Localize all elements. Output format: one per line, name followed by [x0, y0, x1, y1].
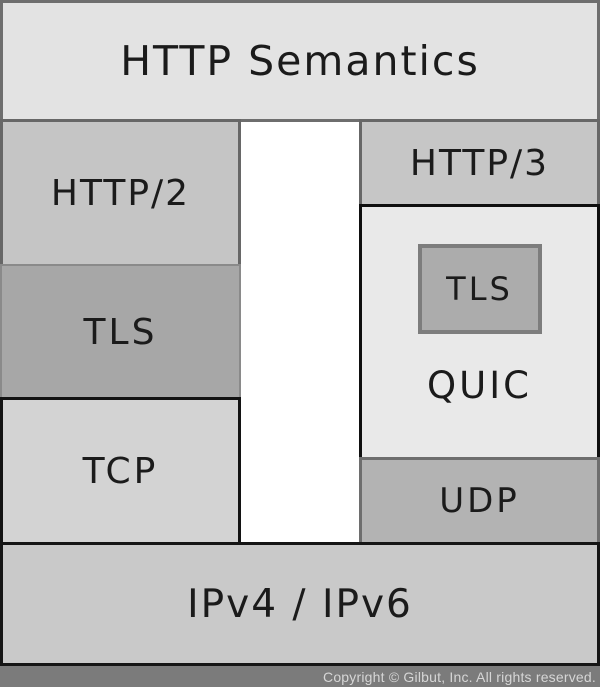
ip-layer-label: IPv4 / IPv6	[187, 581, 413, 627]
udp-box: UDP	[359, 457, 600, 545]
http-semantics-box: HTTP Semantics	[0, 0, 600, 122]
tcp-box: TCP	[0, 397, 241, 545]
tls-inside-quic-box: TLS	[417, 244, 542, 334]
http3-box: HTTP/3	[359, 119, 600, 207]
tls-inside-quic-label: TLS	[446, 270, 513, 308]
copyright-bar: Copyright © Gilbut, Inc. All rights rese…	[0, 666, 600, 687]
tcp-label: TCP	[82, 450, 159, 492]
tls-over-tcp-box: TLS	[0, 264, 241, 400]
ip-layer-box: IPv4 / IPv6	[0, 542, 600, 666]
http3-label: HTTP/3	[409, 142, 550, 184]
quic-box: TLS QUIC	[359, 204, 600, 460]
quic-label: QUIC	[427, 364, 532, 407]
http2-box: HTTP/2	[0, 119, 241, 267]
http2-label: HTTP/2	[50, 172, 191, 214]
udp-label: UDP	[439, 481, 520, 521]
tls-over-tcp-label: TLS	[83, 311, 158, 353]
http-semantics-label: HTTP Semantics	[120, 37, 480, 85]
copyright-text: Copyright © Gilbut, Inc. All rights rese…	[323, 668, 596, 685]
